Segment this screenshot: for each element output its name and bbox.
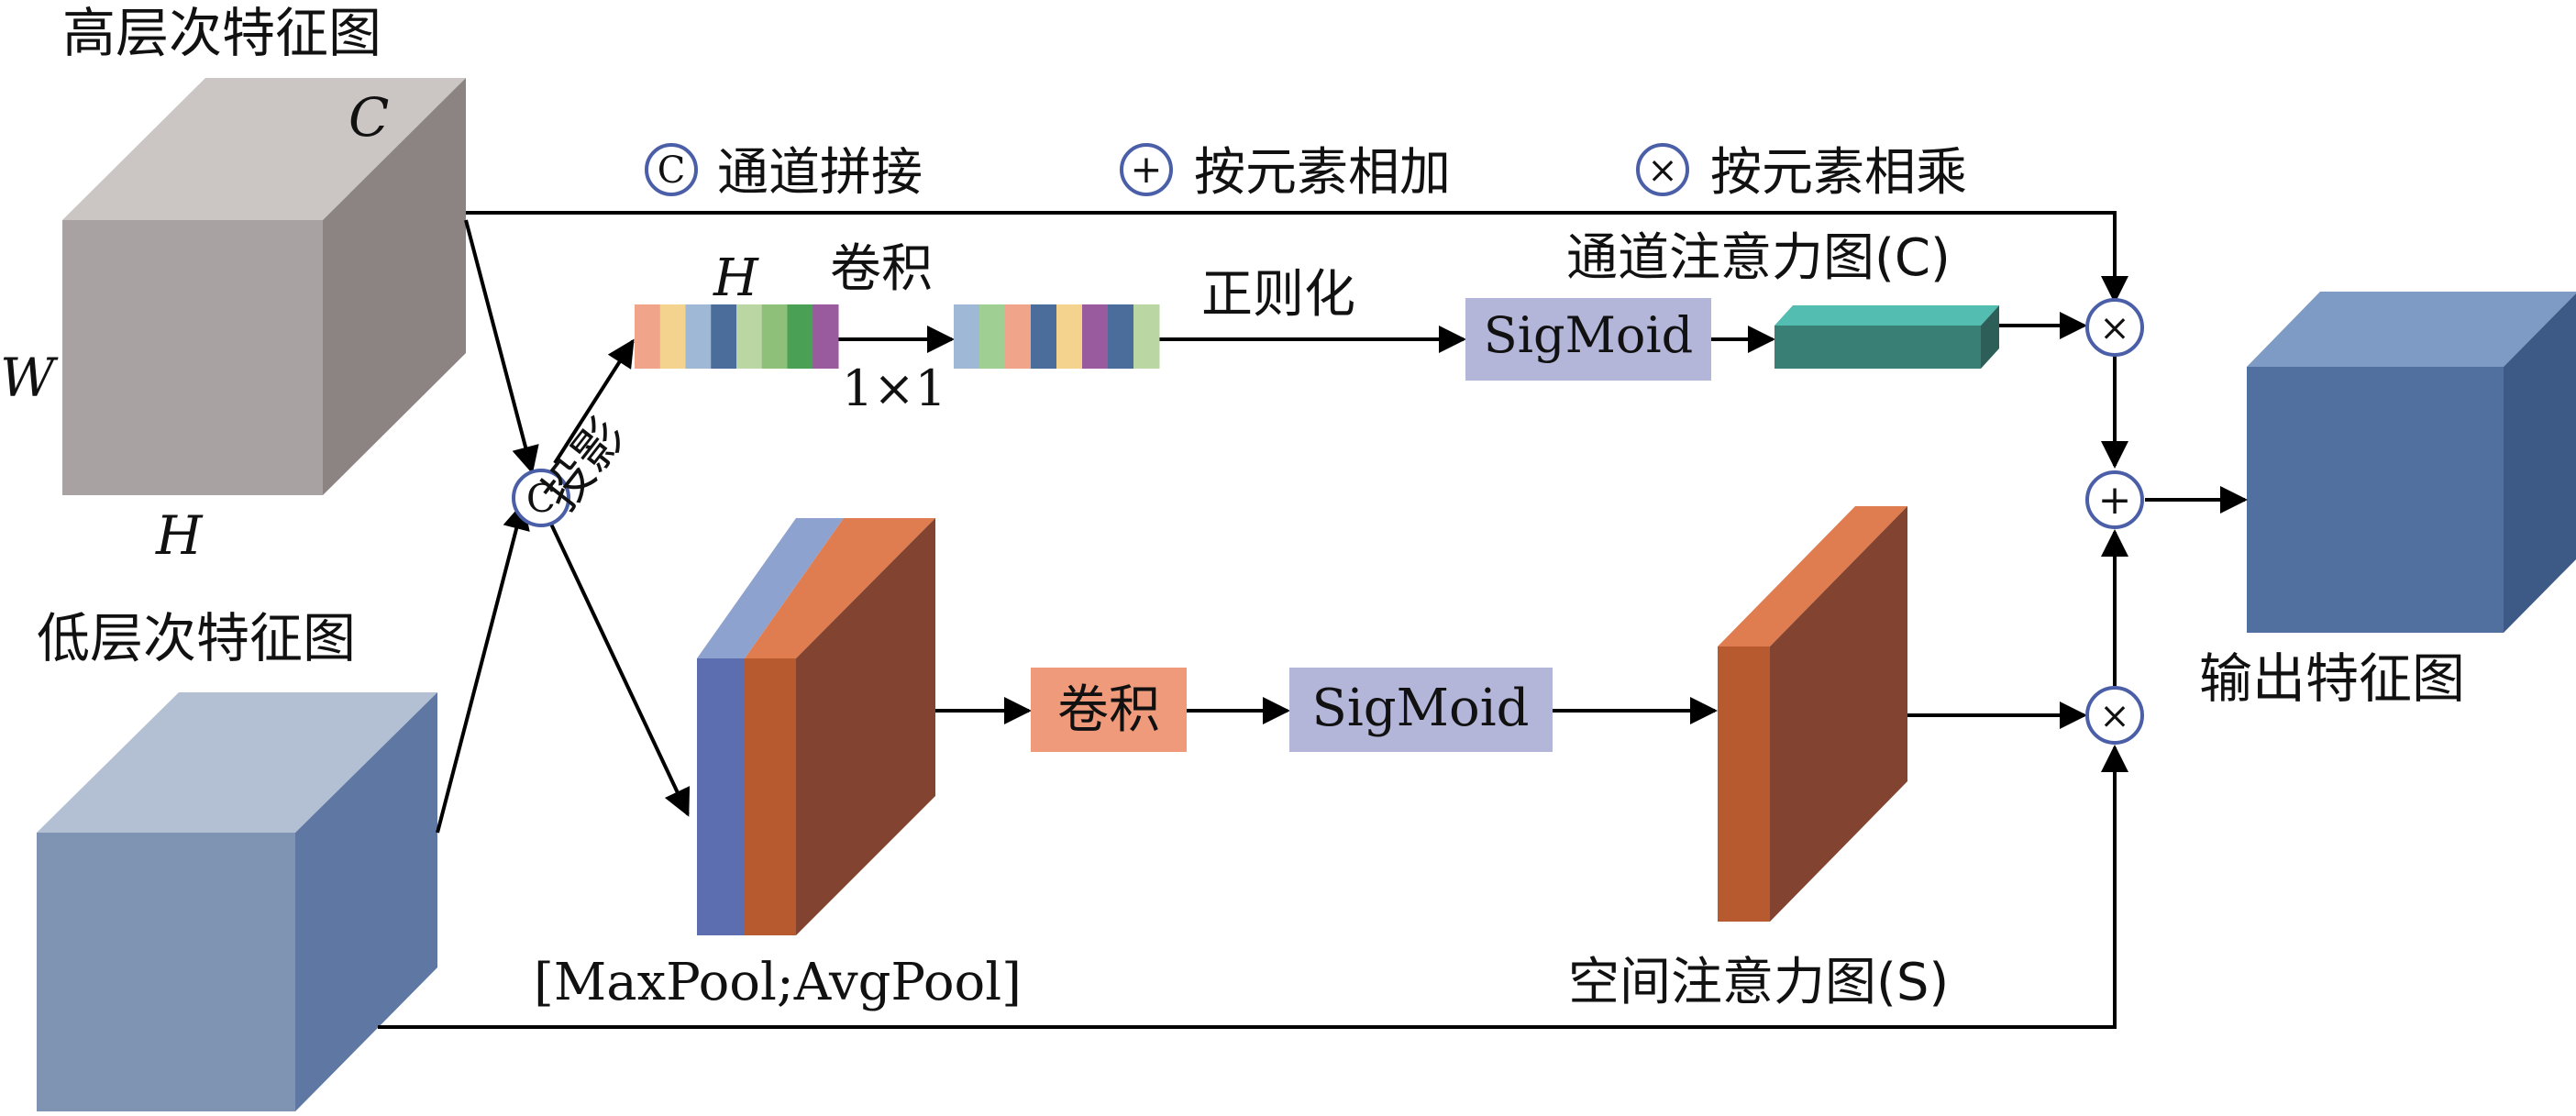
concat-operator: [512, 469, 570, 527]
channel-strip-cell: [761, 304, 788, 369]
channel-feature-strip: [635, 304, 839, 369]
conv-strip-cell: [1133, 304, 1160, 369]
skip-line-low-to-multiply: [378, 745, 2128, 1029]
connectors: [378, 211, 2248, 1029]
conv-strip-cell: [979, 304, 1006, 369]
channel-attention-bar: [1774, 305, 1999, 369]
add-operator: [2085, 470, 2144, 529]
legend-concat-icon: [645, 143, 698, 196]
legend-add-text: 按元素相加: [1194, 143, 1451, 203]
output-cube-front: [2247, 367, 2504, 633]
channel-strip-cell: [711, 304, 737, 369]
low-feature-map-title: 低层次特征图: [37, 607, 356, 669]
dim-c-label: C: [348, 86, 389, 149]
sigmoid-bottom-label: SigMoid: [1312, 679, 1530, 738]
conv-strip-cell: [1031, 304, 1057, 369]
high-cube-front: [62, 220, 323, 495]
channel-bar-top: [1774, 305, 1999, 326]
output-cube-top: [2247, 292, 2576, 367]
conv-strip-cell: [954, 304, 980, 369]
pool-side-blue: [697, 658, 745, 935]
low-cube-side: [295, 692, 437, 1111]
conv-box: [1031, 668, 1187, 752]
sigmoid-top-label: SigMoid: [1484, 306, 1693, 364]
output-feature-cube: [2247, 292, 2576, 633]
legend: C 按元素相加 通道拼接 + 按元素相加 × 按元素相乘: [645, 143, 1967, 203]
conv-output-strip: [954, 304, 1160, 369]
channel-bar-side: [1981, 305, 1999, 369]
pooled-feature-block: [697, 518, 935, 935]
multiply-operator-bottom-symbol: ×: [2099, 695, 2130, 737]
dim-h-label: H: [155, 504, 204, 567]
dim-w-label: W: [0, 347, 59, 409]
legend-add-icon: [1120, 143, 1173, 196]
spatial-attention-map: [1718, 506, 1907, 922]
conv-label: 卷积: [830, 239, 933, 299]
conv-strip-cell: [1082, 304, 1109, 369]
output-feature-map-title: 输出特征图: [2199, 647, 2465, 710]
channel-strip-cell: [659, 304, 686, 369]
channel-attention-label: 通道注意力图(C): [1566, 228, 1951, 288]
pool-label: [MaxPool;AvgPool]: [534, 953, 1022, 1012]
sigmoid-box-bottom: [1289, 668, 1553, 752]
pool-front: [796, 518, 935, 935]
legend-add-symbol: +: [1130, 147, 1162, 192]
low-cube-front: [37, 833, 295, 1111]
legend-multiply-icon: [1636, 143, 1689, 196]
high-cube-side: [323, 78, 466, 495]
normalize-label: 正则化: [1201, 265, 1355, 325]
pool-top-orange: [745, 518, 935, 658]
arrow-concat-to-pool: [547, 517, 691, 817]
concat-operator-symbol: C: [526, 476, 556, 521]
multiply-operator-top-symbol: ×: [2099, 307, 2130, 349]
channel-strip-cell: [736, 304, 763, 369]
high-level-feature-cube: [62, 78, 466, 495]
legend-multiply-text: 按元素相乘: [1710, 143, 1967, 203]
low-cube-top: [37, 692, 437, 833]
arrow-low-to-concat: [436, 502, 530, 834]
add-operator-symbol: +: [2098, 477, 2132, 524]
conv-strip-cell: [1108, 304, 1134, 369]
strip-h-label: H: [713, 249, 759, 308]
pool-side-orange: [745, 658, 796, 935]
sigmoid-box-top: [1465, 298, 1711, 381]
channel-strip-cell: [787, 304, 813, 369]
conv-strip-cell: [1005, 304, 1032, 369]
channel-strip-cell: [635, 304, 661, 369]
pool-top-blue: [697, 518, 844, 658]
channel-bar-front: [1774, 326, 1981, 369]
conv-box-label: 卷积: [1057, 680, 1160, 740]
channel-strip-cell: [685, 304, 712, 369]
low-level-feature-cube: [37, 692, 437, 1111]
legend-concat-text: 通道拼接: [717, 143, 923, 203]
arrow-concat-to-strip: [553, 338, 635, 465]
conv-strip-cell: [1056, 304, 1083, 369]
conv-kernel-label: 1×1: [842, 359, 946, 417]
skip-line-high-to-multiply: [466, 211, 2128, 304]
spatial-map-front: [1770, 506, 1907, 922]
arrow-high-to-concat: [464, 219, 539, 474]
high-feature-map-title: 高层次特征图: [62, 2, 381, 64]
legend-multiply-symbol: ×: [1647, 149, 1678, 192]
legend-concat-symbol: C: [658, 149, 686, 192]
spatial-attention-label: 空间注意力图(S): [1568, 953, 1949, 1012]
multiply-operator-top: [2085, 298, 2144, 357]
spatial-map-top: [1718, 506, 1907, 646]
channel-strip-cell: [813, 304, 839, 369]
high-cube-top: [62, 78, 466, 220]
multiply-operator-bottom: [2085, 686, 2144, 745]
spatial-map-side: [1718, 646, 1770, 922]
output-cube-side: [2504, 293, 2576, 633]
